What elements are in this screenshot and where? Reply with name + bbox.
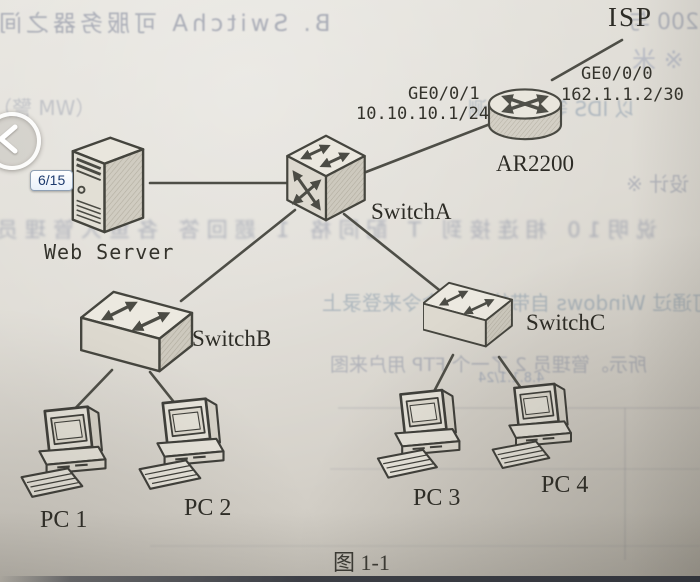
- pc4-node: [486, 378, 586, 483]
- pc2-node: [136, 392, 236, 505]
- web-server-label: Web Server: [44, 240, 175, 264]
- switch-c-node: [422, 271, 515, 364]
- lan-interface-label: GE0/0/1: [408, 84, 480, 104]
- pc-icon: [138, 397, 225, 490]
- web-server-node: [60, 131, 152, 242]
- pc2-label: PC 2: [184, 495, 232, 521]
- figure-caption: 图 1-1: [333, 550, 390, 575]
- pc3-node: [374, 384, 472, 493]
- link-switcha-switchb: [179, 208, 297, 303]
- pc1-node: [18, 398, 118, 515]
- link-switcha-router: [364, 119, 500, 174]
- switch-a-node: [282, 132, 370, 229]
- switch-a-label: SwitchA: [371, 199, 452, 224]
- link-switcha-switchc: [342, 212, 450, 299]
- link-router-isp: [550, 38, 624, 82]
- switch-a-icon: [286, 134, 366, 222]
- wan-interface-label: GE0/0/0: [581, 64, 653, 84]
- switch-b-node: [79, 289, 197, 380]
- pc-icon: [20, 405, 107, 498]
- switch-b-icon: [79, 290, 194, 373]
- isp-label: ISP: [608, 2, 654, 32]
- router-icon: [487, 88, 563, 141]
- router-node: [482, 80, 568, 157]
- image-counter-badge: 6/15: [30, 170, 74, 191]
- pc3-label: PC 3: [413, 485, 461, 511]
- previous-image-button[interactable]: [0, 112, 41, 170]
- switch-c-icon: [422, 281, 513, 348]
- pc-icon: [491, 382, 572, 469]
- pc4-label: PC 4: [541, 472, 589, 498]
- pc1-label: PC 1: [40, 507, 88, 533]
- pc-icon: [376, 388, 461, 479]
- switch-c-label: SwitchC: [526, 310, 606, 335]
- switch-b-label: SwitchB: [192, 326, 272, 351]
- lan-ip-label: 10.10.10.1/24: [356, 104, 490, 124]
- chevron-left-icon: [0, 124, 18, 154]
- wan-ip-label: 162.1.1.2/30: [561, 85, 684, 105]
- server-icon: [71, 136, 145, 234]
- router-label: AR2200: [496, 151, 574, 176]
